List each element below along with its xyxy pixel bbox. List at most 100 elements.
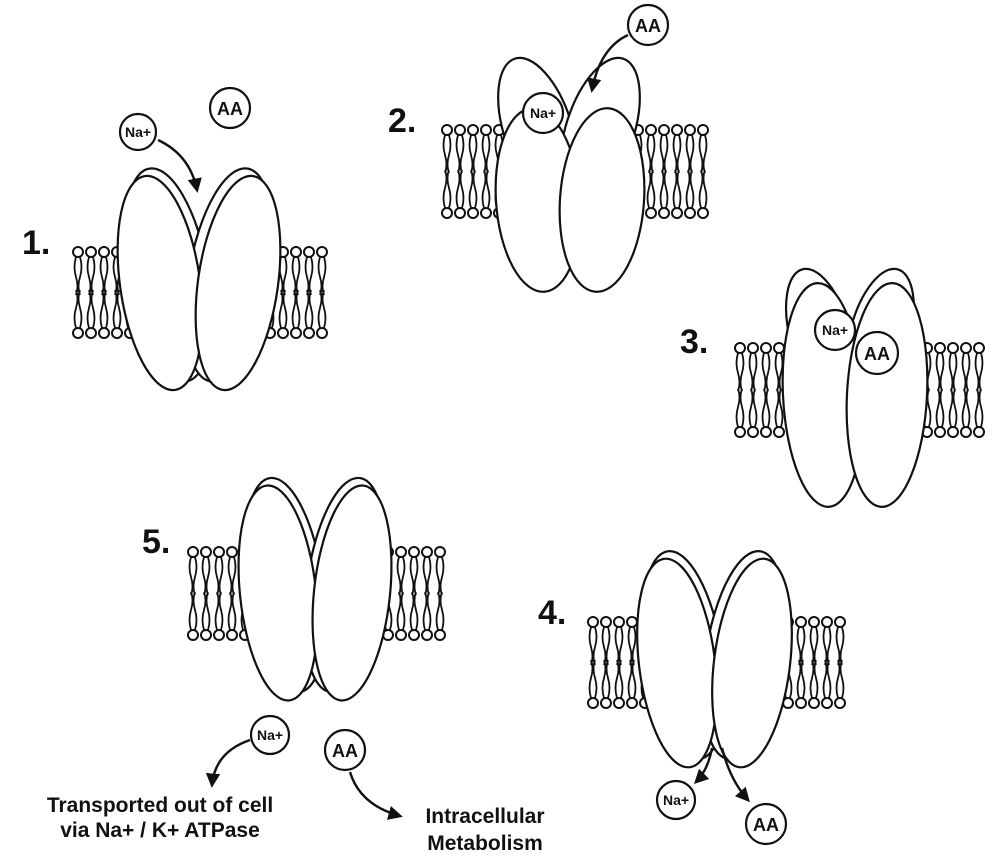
lipid-head [600, 616, 612, 628]
lipid-tail [939, 352, 945, 392]
lipid-tail [978, 352, 984, 392]
lipid-tail [192, 556, 198, 596]
lipid-head [408, 629, 420, 641]
amino-acid-step-5: AA [323, 728, 367, 772]
lipid-tail [426, 556, 432, 596]
lipid-tail [739, 388, 745, 428]
lipid-tail [761, 388, 767, 428]
lipid-tail [317, 289, 323, 329]
lipid-tail [188, 591, 194, 631]
lipid-tail [103, 289, 109, 329]
lipid-head [808, 616, 820, 628]
amino-acid-step-4: AA [744, 802, 788, 846]
lipid-tail [685, 134, 691, 174]
lipid-head [200, 629, 212, 641]
lipid-tail [442, 169, 448, 209]
lipid-tail [601, 659, 607, 699]
aa-fate-caption-line2: Metabolism [427, 832, 543, 855]
lipid-head [587, 697, 599, 709]
lipid-tail [439, 556, 445, 596]
lipid-head [645, 207, 657, 219]
lipid-tail [592, 659, 598, 699]
lipid-tail [435, 591, 441, 631]
amino-acid-label: AA [332, 741, 358, 761]
lipid-head [613, 616, 625, 628]
lipid-tail [317, 256, 323, 296]
lipid-head [480, 207, 492, 219]
lipid-tail [618, 659, 624, 699]
lipid-tail [409, 556, 415, 596]
na-ion-label: Na+ [822, 322, 848, 338]
lipid-tail [974, 388, 980, 428]
lipid-tail [588, 659, 594, 699]
lipid-tail [663, 134, 669, 174]
lipid-head [773, 426, 785, 438]
lipid-tail [735, 388, 741, 428]
lipid-tail [218, 556, 224, 596]
lipid-head [480, 124, 492, 136]
lipid-tail [439, 591, 445, 631]
lipid-tail [192, 591, 198, 631]
lipid-tail [663, 169, 669, 209]
lipid-head [934, 342, 946, 354]
lipid-tail [413, 556, 419, 596]
lipid-tail [813, 626, 819, 666]
amino-acid-step-3: AA [854, 330, 900, 376]
lipid-tail [618, 626, 624, 666]
lipid-tail [774, 388, 780, 428]
lipid-head [98, 246, 110, 258]
aa-exit-arrow [720, 747, 750, 803]
lipid-head [947, 426, 959, 438]
lipid-tail [965, 388, 971, 428]
transporter-step-5 [237, 476, 393, 702]
lipid-head [226, 629, 238, 641]
lipid-tail [435, 556, 441, 596]
lipid-tail [304, 256, 310, 296]
na-ion-label: Na+ [530, 105, 556, 121]
lipid-head [454, 124, 466, 136]
lipid-head [213, 629, 225, 641]
aa-entry-arrow [587, 33, 629, 93]
lipid-head [421, 629, 433, 641]
lipid-tail [676, 169, 682, 209]
lipid-tail [835, 659, 841, 699]
lipid-tail [961, 388, 967, 428]
lipid-tail [659, 134, 665, 174]
lipid-tail [86, 256, 92, 296]
lipid-tail [698, 134, 704, 174]
lipid-tail [90, 289, 96, 329]
lipid-head [408, 546, 420, 558]
lipid-tail [748, 352, 754, 392]
lipid-tail [308, 256, 314, 296]
lipid-tail [86, 289, 92, 329]
lipid-tail [295, 289, 301, 329]
lipid-head [290, 327, 302, 339]
lipid-head [734, 342, 746, 354]
lipid-tail [227, 591, 233, 631]
lipid-tail [605, 626, 611, 666]
lipid-tail [748, 388, 754, 428]
lipid-head [697, 207, 709, 219]
lipid-tail [631, 626, 637, 666]
lipid-tail [396, 556, 402, 596]
lipid-head [72, 246, 84, 258]
na-fate-caption-line2: via Na+ / K+ ATPase [60, 819, 260, 842]
lipid-tail [800, 659, 806, 699]
lipid-tail [752, 352, 758, 392]
lipid-head [671, 124, 683, 136]
lipid-tail [627, 659, 633, 699]
na-ion-step-1: Na+ [118, 112, 158, 152]
lipid-tail [796, 659, 802, 699]
lipid-head [808, 697, 820, 709]
lipid-head [290, 246, 302, 258]
na-ion-step-4: Na+ [655, 779, 697, 821]
lipid-head [454, 207, 466, 219]
lipid-tail [796, 626, 802, 666]
lipid-tail [735, 352, 741, 392]
lipid-head [821, 616, 833, 628]
lipid-head [187, 629, 199, 641]
lipid-head [441, 124, 453, 136]
lipid-head [760, 426, 772, 438]
lipid-head [795, 616, 807, 628]
lipid-tail [485, 134, 491, 174]
